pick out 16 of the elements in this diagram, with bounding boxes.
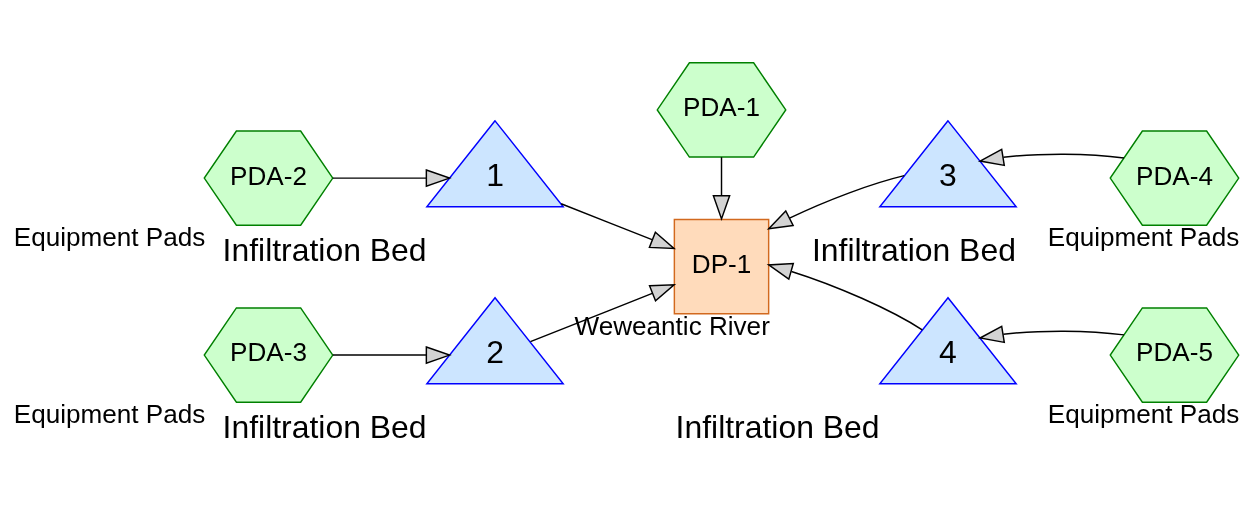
- arrow: [529, 283, 677, 343]
- node-label: Equipment Pads: [13, 399, 206, 430]
- arrow: [712, 156, 731, 222]
- arrow: [977, 148, 1125, 167]
- arrow: [766, 174, 905, 230]
- node-label: Infiltration Bed: [675, 408, 880, 445]
- arrow: [332, 345, 452, 365]
- arrow: [766, 262, 923, 331]
- arrow: [977, 325, 1125, 344]
- node-label: Infiltration Bed: [222, 408, 427, 445]
- arrow: [560, 203, 677, 250]
- node-label: Infiltration Bed: [811, 231, 1016, 268]
- node-label: Equipment Pads: [13, 222, 206, 253]
- node-label: Infiltration Bed: [222, 231, 427, 268]
- node-box: DP-1: [673, 218, 770, 315]
- arrow: [332, 168, 452, 188]
